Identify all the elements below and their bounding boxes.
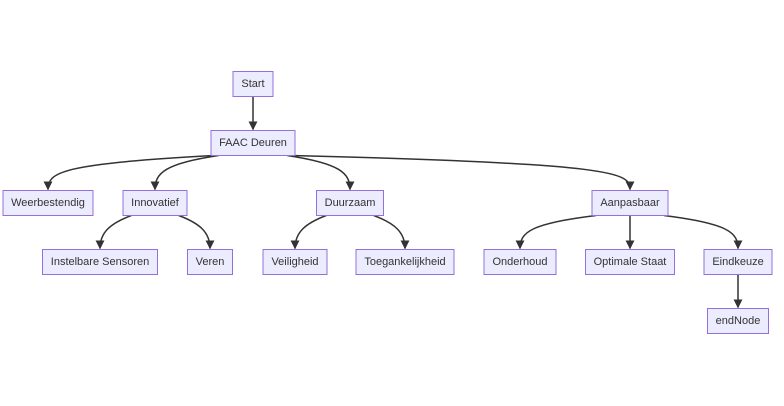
node-veren: Veren — [187, 249, 233, 275]
edge-faac-duur — [287, 154, 355, 191]
node-box — [210, 130, 296, 156]
edges — [43, 96, 743, 309]
node-box — [591, 190, 669, 216]
node-box — [187, 249, 233, 275]
node-label: Onderhoud — [492, 256, 547, 268]
node-start: Start — [232, 71, 274, 97]
node-label: Instelbare Sensoren — [51, 256, 149, 268]
node-box — [2, 190, 94, 216]
node-label: Veren — [196, 256, 225, 268]
node-box — [703, 249, 773, 275]
edge-innov-sens — [95, 214, 132, 250]
edge-faac-weer — [43, 154, 216, 191]
edge-duur-veil — [290, 214, 327, 250]
edge-aanp-onder — [515, 214, 597, 250]
node-box — [483, 249, 557, 275]
node-onder: Onderhoud — [483, 249, 557, 275]
node-box — [42, 249, 158, 275]
node-box — [355, 249, 455, 275]
node-label: Aanpasbaar — [600, 197, 660, 209]
node-box — [122, 190, 188, 216]
node-faac: FAAC Deuren — [210, 130, 296, 156]
node-label: Start — [241, 78, 264, 90]
edge-faac-aanp — [290, 154, 635, 191]
node-duur: Duurzaam — [316, 190, 384, 216]
node-label: Toegankelijkheid — [364, 256, 445, 268]
node-weer: Weerbestendig — [2, 190, 94, 216]
node-innov: Innovatief — [122, 190, 188, 216]
node-sens: Instelbare Sensoren — [42, 249, 158, 275]
node-toeg: Toegankelijkheid — [355, 249, 455, 275]
node-label: Weerbestendig — [11, 197, 85, 209]
node-label: Innovatief — [131, 197, 180, 209]
node-box — [232, 71, 274, 97]
node-eind: Eindkeuze — [703, 249, 773, 275]
node-label: FAAC Deuren — [219, 137, 287, 149]
node-veil: Veiligheid — [262, 249, 328, 275]
edge-faac-innov — [150, 154, 219, 191]
node-label: Eindkeuze — [712, 256, 763, 268]
edge-duur-toeg — [373, 214, 410, 250]
edge-aanp-eind — [663, 214, 743, 250]
node-box — [585, 249, 675, 275]
node-box — [262, 249, 328, 275]
node-label: Duurzaam — [325, 197, 376, 209]
node-label: endNode — [716, 315, 761, 327]
node-label: Veiligheid — [271, 256, 318, 268]
node-opt: Optimale Staat — [585, 249, 675, 275]
node-endn: endNode — [707, 308, 769, 334]
node-box — [707, 308, 769, 334]
node-label: Optimale Staat — [594, 256, 667, 268]
node-aanp: Aanpasbaar — [591, 190, 669, 216]
edge-innov-veren — [178, 214, 215, 250]
node-box — [316, 190, 384, 216]
